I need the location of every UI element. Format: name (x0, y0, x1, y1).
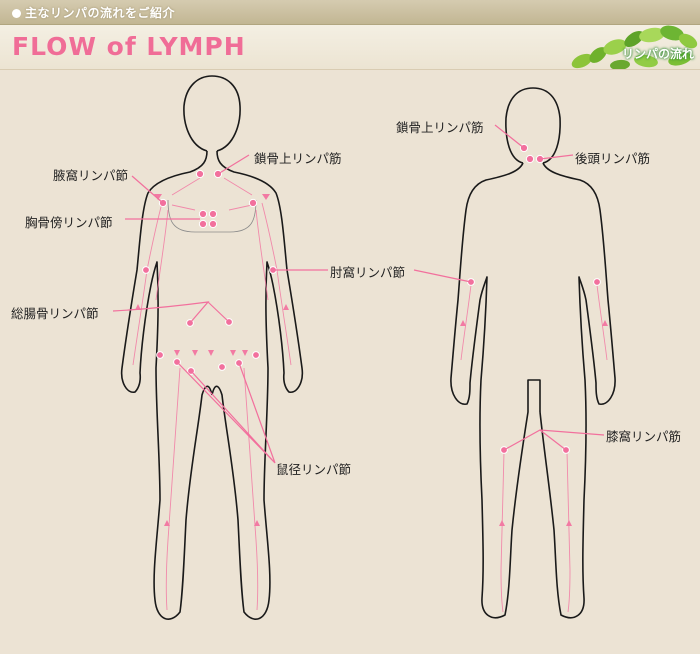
page-header: FLOW of LYMPH リンパの流れ (0, 25, 700, 70)
node-front-axillary-right (248, 198, 258, 208)
flow-arrows (135, 194, 608, 526)
back-body-right (539, 162, 616, 619)
label-supraclavicular-back: 鎖骨上リンパ筋 (396, 120, 484, 135)
section-bar-title: 主なリンパの流れをご紹介 (12, 4, 175, 21)
section-bar: 主なリンパの流れをご紹介 (0, 0, 700, 25)
front-head (183, 75, 241, 152)
section-bar-text: 主なリンパの流れをご紹介 (25, 6, 176, 20)
back-body-left (450, 162, 541, 619)
label-axillary: 腋窩リンパ節 (53, 168, 129, 183)
callout-lines (112, 124, 605, 464)
leaves-decoration-icon (571, 25, 698, 69)
lymph-diagram: 鎖骨上リンパ筋 腋窩リンパ節 胸骨傍リンパ節 肘窩リンパ節 総腸骨リンパ節 鼠径… (0, 70, 700, 650)
front-body-right (211, 150, 304, 620)
label-iliac: 総腸骨リンパ節 (11, 306, 99, 321)
back-head (505, 87, 561, 164)
front-figure (120, 75, 304, 620)
node-front-supraclavicular-left (195, 169, 205, 179)
label-inguinal: 鼠径リンパ節 (276, 462, 352, 477)
label-supraclavicular-front: 鎖骨上リンパ筋 (254, 151, 342, 166)
flow-lines (132, 177, 608, 613)
body-figures (112, 75, 616, 620)
page-title: FLOW of LYMPH (12, 32, 246, 61)
bullet-icon (12, 9, 21, 18)
label-popliteal: 膝窩リンパ筋 (606, 429, 682, 444)
lymph-nodes (142, 143, 601, 454)
front-chest (167, 199, 257, 233)
label-parasternal: 胸骨傍リンパ節 (25, 215, 113, 230)
back-figure (450, 87, 616, 619)
flow-tag: リンパの流れ (621, 47, 694, 61)
label-cubital: 肘窩リンパ節 (330, 265, 406, 280)
front-body-left (120, 150, 213, 620)
label-occipital: 後頭リンパ筋 (575, 151, 651, 166)
